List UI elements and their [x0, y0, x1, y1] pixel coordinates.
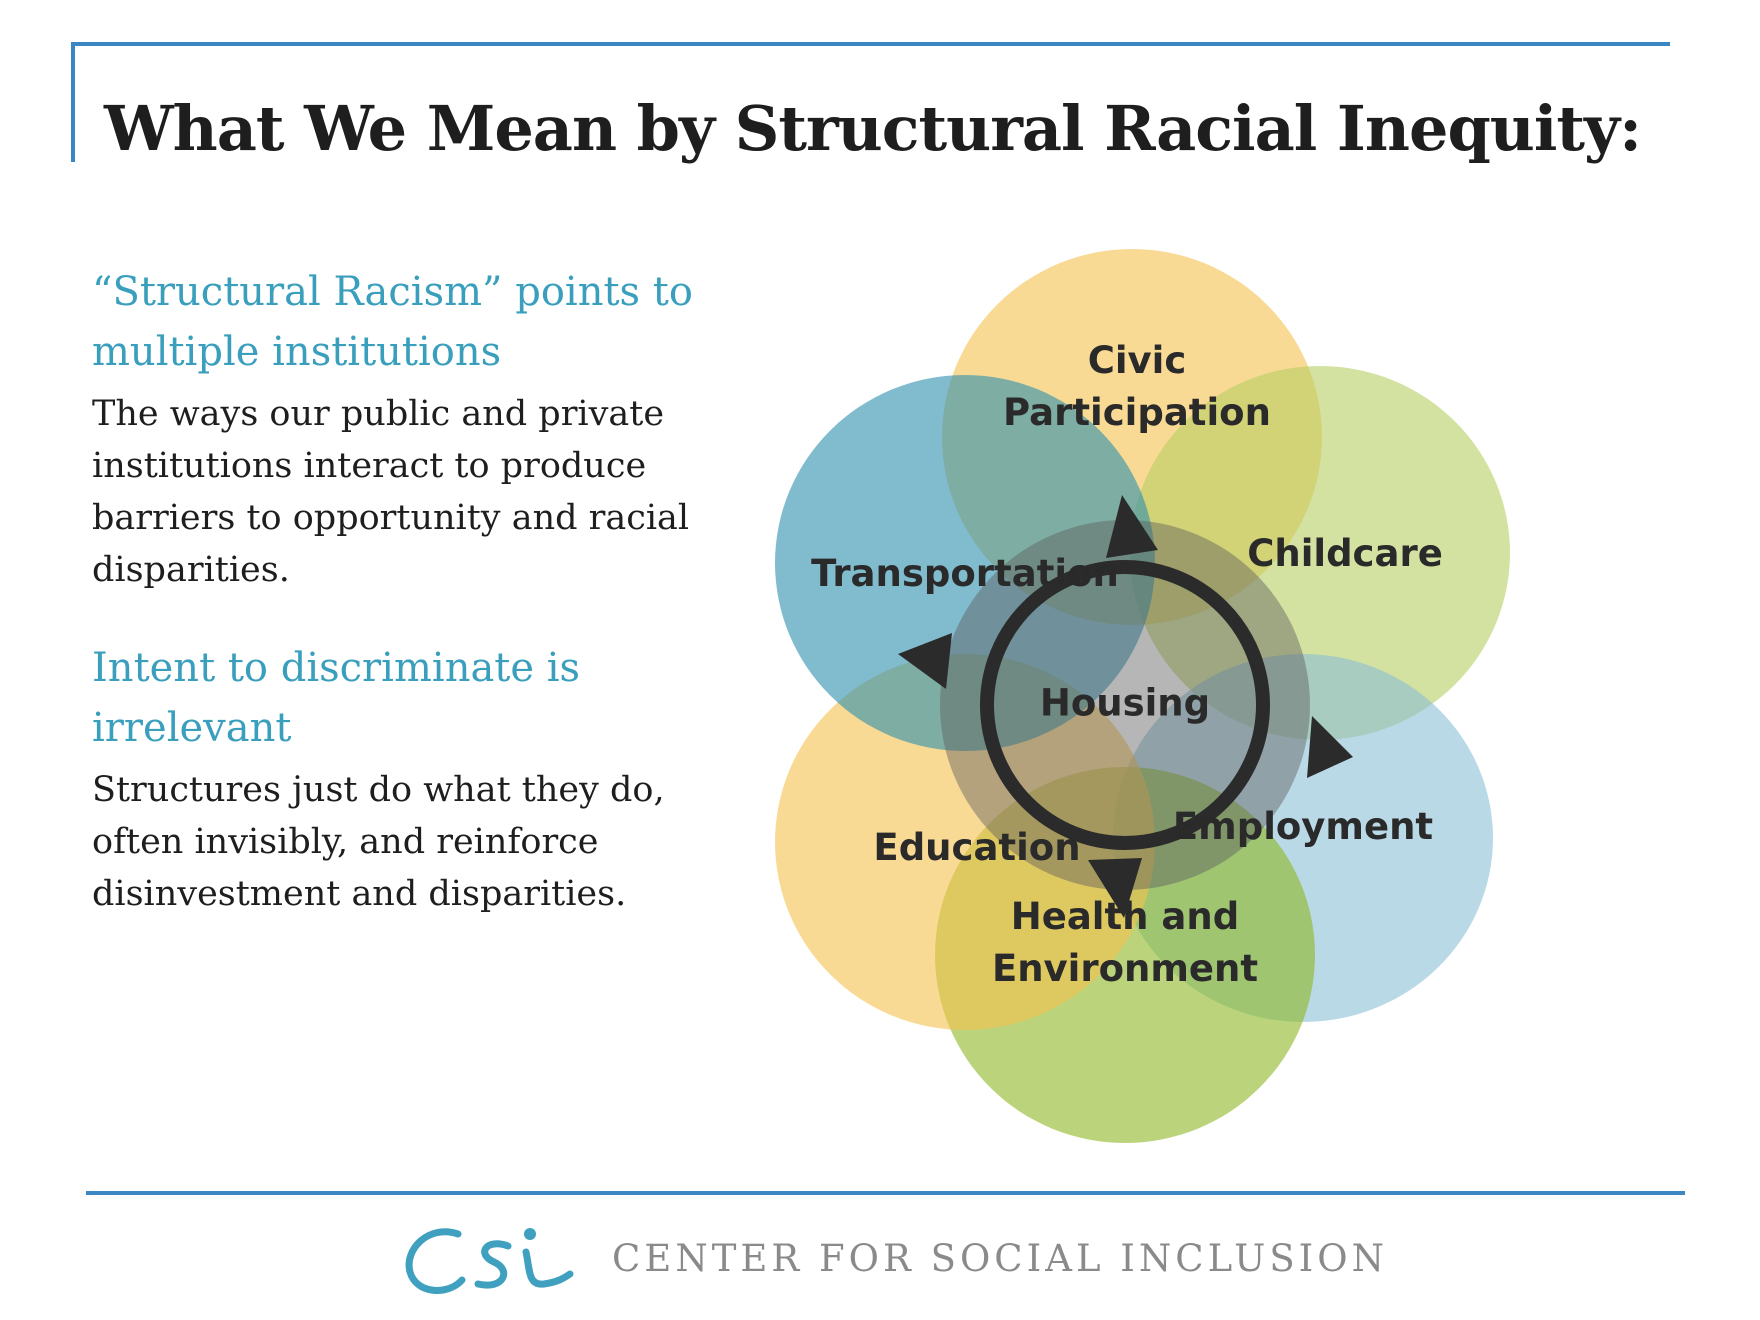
left-column: “Structural Racism” points to multiple i…	[92, 262, 732, 920]
label-line: Employment	[1173, 805, 1433, 848]
label-transportation: Transportation	[811, 552, 1119, 595]
petal-childcare	[1130, 366, 1510, 740]
arrowhead-bottom	[1088, 858, 1142, 918]
label-line: Participation	[1003, 391, 1271, 434]
arrowhead-top	[1106, 495, 1158, 558]
label-line: Health and	[1011, 895, 1239, 938]
cycle-arrows-icon	[898, 495, 1353, 918]
label-line: Environment	[992, 947, 1258, 990]
label-childcare: Childcare	[1247, 532, 1443, 575]
arrowhead-left	[898, 633, 952, 689]
center-housing-circle	[940, 520, 1310, 890]
petal-circles	[775, 249, 1510, 1143]
org-name: CENTER FOR SOCIAL INCLUSION	[612, 1237, 1388, 1280]
label-line: Civic	[1088, 339, 1187, 382]
body-structural-racism: The ways our public and private institut…	[92, 394, 690, 590]
slide-title: What We Mean by Structural Racial Inequi…	[104, 92, 1642, 165]
heading-structural-racism: “Structural Racism” points to multiple i…	[92, 269, 693, 375]
csi-logo	[398, 1220, 598, 1304]
csi-logo-mark	[405, 1228, 574, 1294]
label-line: Childcare	[1247, 532, 1443, 575]
petal-transportation	[775, 375, 1155, 751]
label-employment: Employment	[1173, 805, 1433, 848]
label-line: Education	[873, 826, 1080, 869]
body-intent: Structures just do what they do, often i…	[92, 770, 665, 914]
bottom-rule	[86, 1191, 1685, 1195]
label-line: Transportation	[811, 552, 1119, 595]
cycle-ring	[980, 560, 1270, 850]
arrowhead-right	[1307, 716, 1353, 778]
heading-intent: Intent to discriminate is irrelevant	[92, 645, 581, 751]
top-rule	[71, 42, 1670, 46]
left-rule	[71, 42, 75, 162]
petal-education	[775, 654, 1155, 1030]
label-education: Education	[873, 826, 1080, 869]
center-label-housing: Housing	[1040, 682, 1210, 725]
